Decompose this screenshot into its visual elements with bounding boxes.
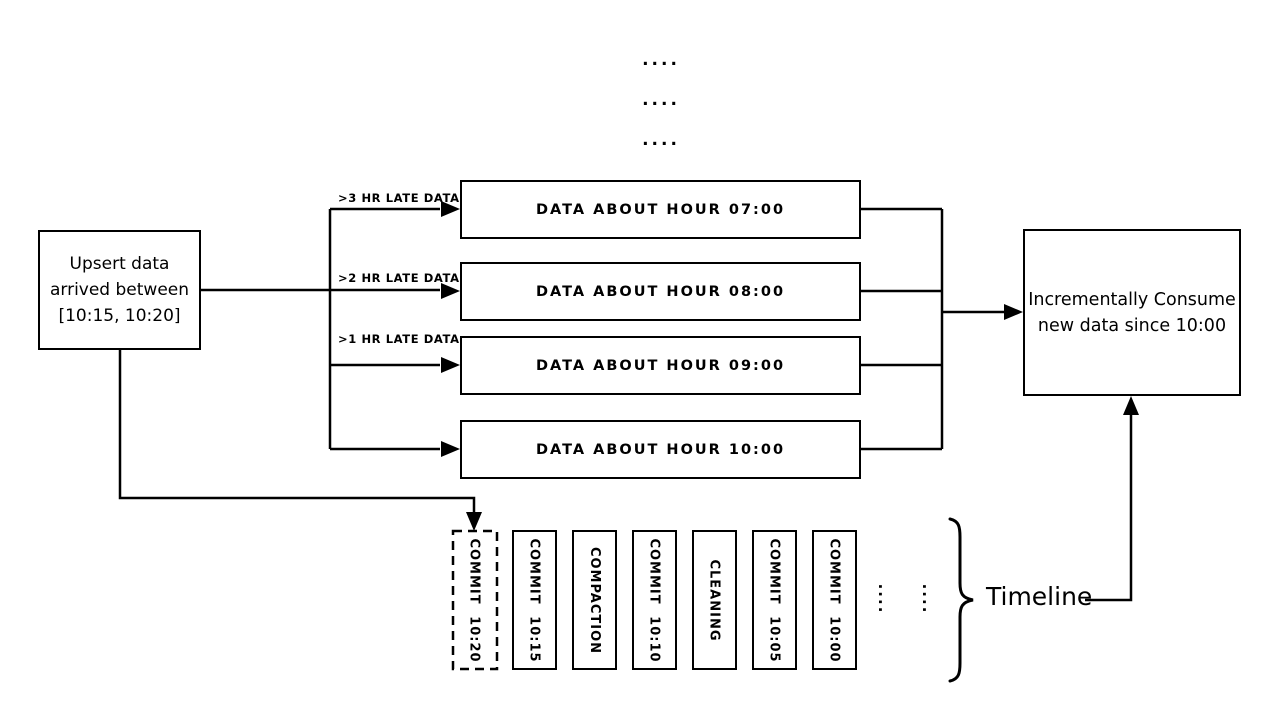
continuation-dots-top: .... .... ....: [600, 40, 722, 160]
timeline-entry-label: COMMIT 10:20: [467, 537, 483, 663]
arrowhead-hour10: [441, 441, 460, 457]
data-hour-10-box: DATA ABOUT HOUR 10:00: [460, 420, 861, 479]
timeline-entry-label: CLEANING: [707, 558, 723, 642]
timeline-entry-label: COMPACTION: [587, 546, 603, 654]
data-hour-09-box: DATA ABOUT HOUR 09:00: [460, 336, 861, 395]
arrowhead-hour8: [441, 283, 460, 299]
timeline-entry-label: COMMIT 10:05: [767, 537, 783, 663]
upsert-data-box: Upsert data arrived between [10:15, 10:2…: [38, 230, 201, 350]
timeline-entry-label: COMMIT 10:00: [827, 537, 843, 663]
upsert-line: [10:15, 10:20]: [58, 306, 181, 326]
timeline-commit-1005-box: COMMIT 10:05: [752, 530, 797, 670]
arrowhead-hour7: [441, 201, 460, 217]
dots-row: ....: [642, 50, 680, 70]
late-data-label-2hr: >2 HR LATE DATA: [338, 271, 460, 285]
continuation-dots-timeline: ....: [875, 583, 893, 615]
timeline-entry-label: COMMIT 10:10: [647, 537, 663, 663]
timeline-commit-1020-box: COMMIT 10:20: [452, 530, 497, 670]
arrowhead-commit: [466, 512, 482, 531]
timeline-compaction-box: COMPACTION: [572, 530, 617, 670]
incremental-consume-box: Incrementally Consume new data since 10:…: [1023, 229, 1241, 396]
timeline-label: Timeline: [986, 582, 1093, 611]
timeline-commit-1010-box: COMMIT 10:10: [632, 530, 677, 670]
upsert-line: arrived between: [49, 280, 190, 300]
arrowhead-consume: [1004, 304, 1023, 320]
dots-row: ....: [642, 130, 680, 150]
timeline-cleaning-box: CLEANING: [692, 530, 737, 670]
timeline-commit-1000-box: COMMIT 10:00: [812, 530, 857, 670]
data-hour-08-box: DATA ABOUT HOUR 08:00: [460, 262, 861, 321]
late-data-label-1hr: >1 HR LATE DATA: [338, 332, 460, 346]
consume-line: new data since 10:00: [1037, 315, 1227, 336]
data-hour-07-box: DATA ABOUT HOUR 07:00: [460, 180, 861, 239]
timeline-entry-label: COMMIT 10:15: [527, 537, 543, 663]
timeline-commit-1015-box: COMMIT 10:15: [512, 530, 557, 670]
dashed-commit-outline: [451, 529, 499, 671]
upsert-line: Upsert data: [69, 254, 170, 274]
late-data-label-3hr: >3 HR LATE DATA: [338, 191, 460, 205]
timeline-brace: [948, 517, 974, 683]
arrowhead-timeline-to-consume: [1123, 396, 1139, 415]
dots-row: ....: [642, 90, 680, 110]
arrowhead-hour9: [441, 357, 460, 373]
consume-line: Incrementally Consume: [1028, 289, 1236, 310]
continuation-dots-timeline: ....: [919, 583, 937, 615]
